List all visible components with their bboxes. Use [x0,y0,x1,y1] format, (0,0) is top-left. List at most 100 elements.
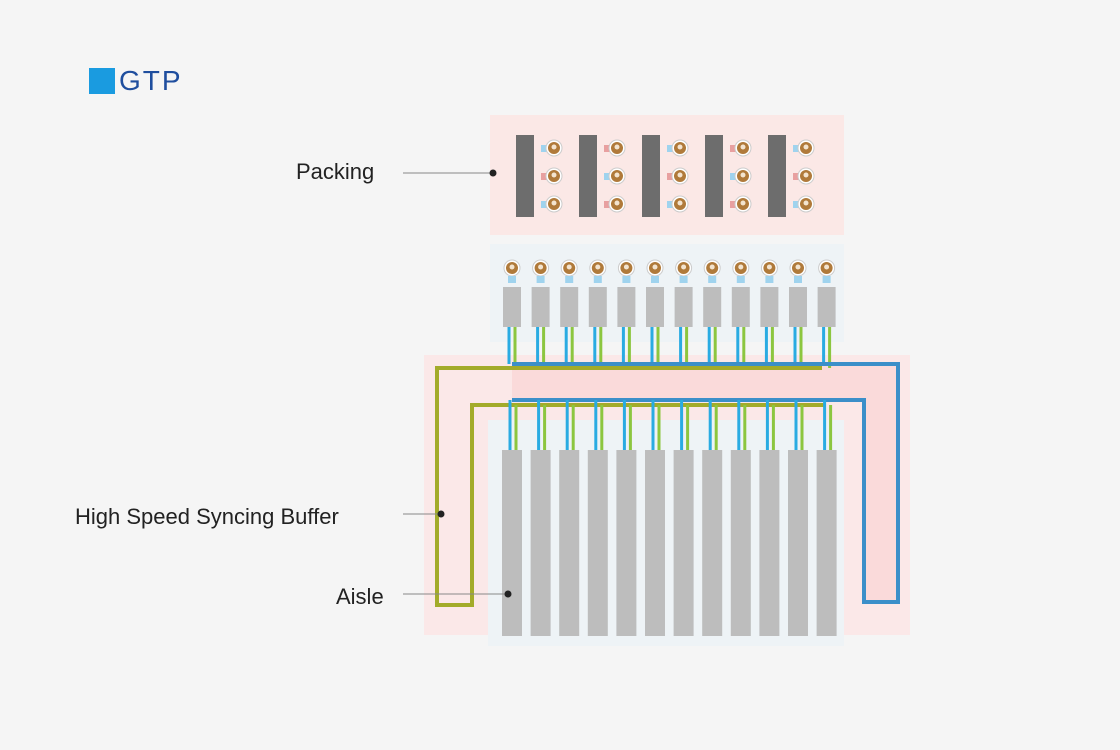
picking-robot [560,259,578,277]
packing-robot [608,167,626,185]
packing-station [768,135,786,217]
packing-robot-joint [614,200,620,206]
picking-robot-joint [566,264,572,270]
picking-robot [589,259,607,277]
picking-robot-joint [738,264,744,270]
aisle [616,450,637,636]
picking-robot-joint [509,264,515,270]
picking-station [703,287,722,327]
picking-station [760,287,779,327]
packing-robot-joint [551,200,557,206]
buffer-leader-dot [437,510,445,518]
packing-robot [734,195,752,213]
aisle [816,450,837,636]
picking-station [674,287,693,327]
picking-tote [765,276,774,283]
packing-station [705,135,723,217]
packing-robot-joint [803,144,809,150]
blue-loop [512,362,900,604]
aisle [530,450,551,636]
aisle-label: Aisle [336,584,384,609]
picking-robot [617,259,635,277]
picking-robot-joint [595,264,601,270]
aisle [702,450,723,636]
picking-tote [679,276,688,283]
aisle [788,450,808,636]
picking-tote [565,276,574,283]
blue-square-icon [89,68,115,94]
picking-station [531,287,550,327]
packing-robot-joint [614,144,620,150]
packing-robot-joint [677,144,683,150]
packing-robot-joint [740,144,746,150]
packing-robot-joint [740,172,746,178]
packing-robot [797,167,815,185]
packing-robot [734,139,752,157]
packing-robot-joint [677,172,683,178]
picking-station [789,287,807,327]
picking-tote [736,276,745,283]
picking-station [617,287,636,327]
packing-robot [797,195,815,213]
picking-robot-joint [538,264,544,270]
packing-robot-joint [803,172,809,178]
aisle [559,450,580,636]
packing-robot-joint [677,200,683,206]
picking-tote [593,276,602,283]
packing-robot-joint [614,172,620,178]
packing-robot [545,195,563,213]
picking-station [503,287,521,327]
picking-robot-joint [652,264,658,270]
packing-station [642,135,660,217]
packing-robot [608,139,626,157]
aisle [645,450,665,636]
olive-loop [435,366,825,607]
packing-robot [734,167,752,185]
picking-station [817,287,836,327]
packing-robot-joint [740,200,746,206]
aisle [587,450,608,636]
picking-tote [651,276,659,283]
picking-robot [503,259,521,277]
picking-robot [646,259,664,277]
packing-robot-joint [551,144,557,150]
aisle [759,450,780,636]
picking-robot [675,259,693,277]
picking-robot-joint [709,264,715,270]
picking-robot [760,259,778,277]
picking-robot [703,259,721,277]
picking-robot [818,259,836,277]
packing-robot [545,139,563,157]
picking-robot-joint [623,264,629,270]
picking-robot-joint [766,264,772,270]
aisle [502,450,522,636]
packing-robot [671,195,689,213]
packing-robot [671,167,689,185]
packing-robot [608,195,626,213]
picking-station [731,287,750,327]
picking-robot [732,259,750,277]
packing-station [579,135,597,217]
picking-station [560,287,579,327]
packing-robot [545,167,563,185]
picking-tote [508,276,516,283]
picking-tote [794,276,802,283]
picking-robot-joint [824,264,830,270]
picking-tote [622,276,631,283]
aisle-leader-dot [504,590,512,598]
picking-station [588,287,607,327]
picking-tote [822,276,831,283]
packing-robot [671,139,689,157]
picking-station [646,287,664,327]
picking-tote [708,276,717,283]
aisle [673,450,694,636]
picking-robot [532,259,550,277]
packing-robot-joint [803,200,809,206]
packing-leader-dot [489,169,497,177]
picking-robot-joint [681,264,687,270]
packing-station [516,135,534,217]
aisle [730,450,751,636]
logo-text: GTP [119,65,183,96]
buffer-column [862,364,898,604]
